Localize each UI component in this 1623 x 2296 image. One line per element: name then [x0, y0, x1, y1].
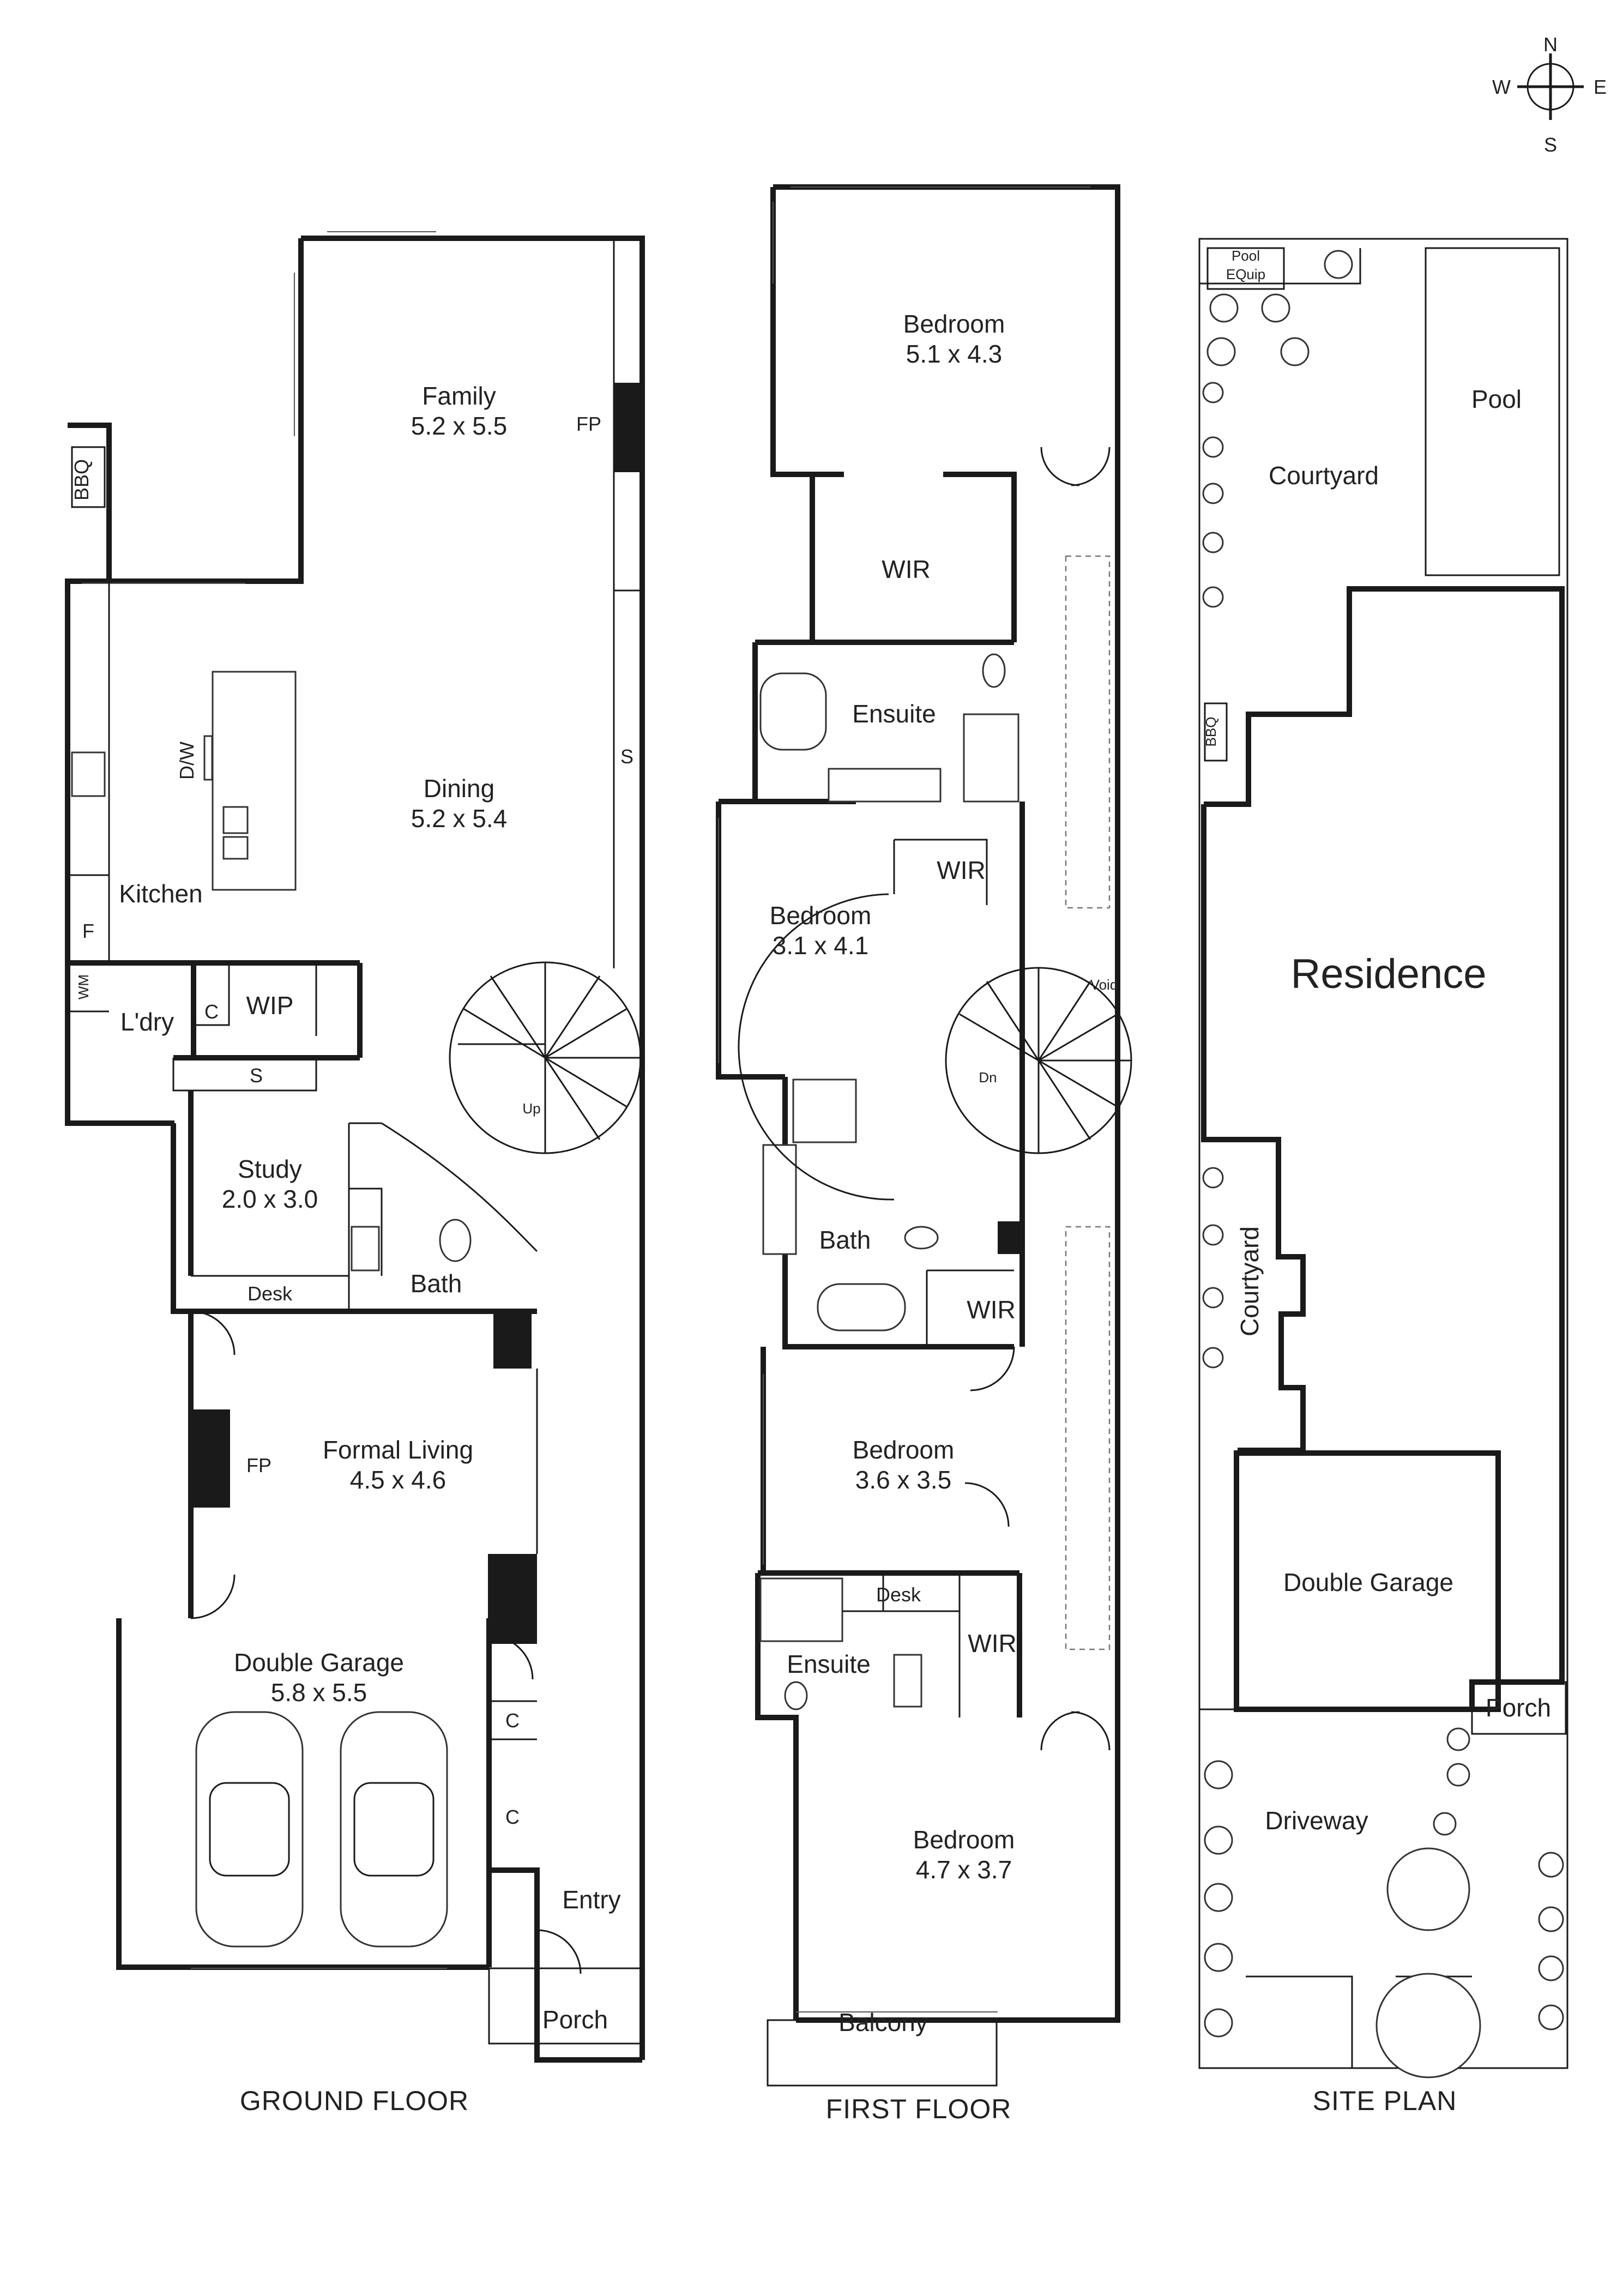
wir-main-label: WIR [882, 555, 930, 583]
ground-floor-caption: GROUND FLOOR [240, 2086, 469, 2116]
pool-label: Pool [1471, 385, 1522, 413]
fireplace-family-label: FP [576, 413, 601, 435]
desk-first-label: Desk [876, 1583, 921, 1606]
bedroom-main-dims: 5.1 x 4.3 [906, 340, 1002, 368]
car-left-icon [195, 1711, 304, 1948]
wir-4-label: WIR [968, 1629, 1016, 1658]
bbq-site-label: BBQ [1203, 717, 1219, 747]
cupboard-laundry-label: C [204, 1001, 219, 1023]
bbq-label: BBQ [70, 459, 93, 501]
fireplace-living-label: FP [246, 1454, 271, 1477]
pool-equip-label-line1: Pool [1232, 248, 1260, 264]
first-floor-plan [716, 184, 1132, 2087]
stair-down-label: Dn [979, 1069, 997, 1086]
bedroom-2-label: Bedroom [770, 901, 872, 930]
site-plan [1198, 238, 1568, 2078]
ensuite-main-label: Ensuite [852, 700, 936, 728]
ensuite-4-label: Ensuite [787, 1650, 870, 1678]
study-label: Study [238, 1155, 302, 1183]
study-dims: 2.0 x 3.0 [222, 1185, 318, 1213]
void-label: Void [1090, 977, 1118, 993]
bedroom-3-label: Bedroom [853, 1436, 955, 1464]
wir-3-label: WIR [967, 1295, 1015, 1324]
garage-cupboard-1-label: C [505, 1709, 520, 1732]
bedroom-3-dims: 3.6 x 3.5 [855, 1466, 951, 1494]
double-garage-label: Double Garage [234, 1648, 404, 1677]
wir-2-label: WIR [937, 856, 985, 884]
compass-south: S [1544, 134, 1557, 156]
residence-label: Residence [1290, 951, 1486, 997]
formal-living-label: Formal Living [323, 1436, 473, 1464]
compass-east: E [1594, 76, 1607, 98]
bedroom-4-label: Bedroom [913, 1825, 1015, 1854]
desk-label: Desk [248, 1282, 293, 1305]
pool-equip-label-line2: EQuip [1226, 266, 1265, 282]
stair-up-label: Up [522, 1100, 540, 1117]
ground-floor-plan [65, 231, 645, 2063]
family-label: Family [422, 382, 496, 410]
washing-machine-label: WM [75, 974, 92, 999]
tree-cluster-icon [1202, 250, 1564, 2078]
dining-label: Dining [424, 774, 494, 803]
kitchen-label: Kitchen [119, 879, 202, 908]
double-garage-dims: 5.8 x 5.5 [271, 1678, 367, 1707]
garage-cupboard-2-label: C [505, 1806, 520, 1828]
bath-ground-label: Bath [411, 1269, 462, 1298]
compass-north: N [1543, 33, 1558, 56]
bedroom-4-dims: 4.7 x 3.7 [916, 1855, 1012, 1884]
bedroom-main-label: Bedroom [903, 310, 1005, 338]
porch-ground-label: Porch [542, 2005, 608, 2034]
storage-dining-label: S [620, 745, 633, 768]
laundry-label: L'dry [120, 1008, 174, 1036]
fridge-label: F [82, 920, 94, 942]
storage-hall-label: S [250, 1064, 263, 1087]
compass-west: W [1492, 76, 1511, 98]
site-plan-caption: SITE PLAN [1313, 2086, 1457, 2116]
balcony-label: Balcony [838, 2008, 928, 2036]
porch-site-label: Porch [1486, 1694, 1551, 1722]
dining-dims: 5.2 x 5.4 [411, 804, 507, 833]
dishwasher-label: D/W [176, 742, 198, 780]
wip-label: WIP [246, 991, 294, 1020]
formal-living-dims: 4.5 x 4.6 [350, 1466, 446, 1494]
family-dims: 5.2 x 5.5 [411, 412, 507, 440]
driveway-label: Driveway [1265, 1806, 1368, 1835]
bath-first-label: Bath [819, 1226, 871, 1254]
first-floor-caption: FIRST FLOOR [826, 2094, 1012, 2124]
compass-icon: N S E W [1492, 33, 1607, 156]
car-right-icon [340, 1711, 448, 1948]
entry-label: Entry [562, 1885, 620, 1914]
double-garage-site-label: Double Garage [1283, 1568, 1453, 1596]
courtyard-top-label: Courtyard [1269, 461, 1379, 490]
bedroom-2-dims: 3.1 x 4.1 [773, 931, 868, 960]
courtyard-side-label: Courtyard [1235, 1226, 1264, 1336]
